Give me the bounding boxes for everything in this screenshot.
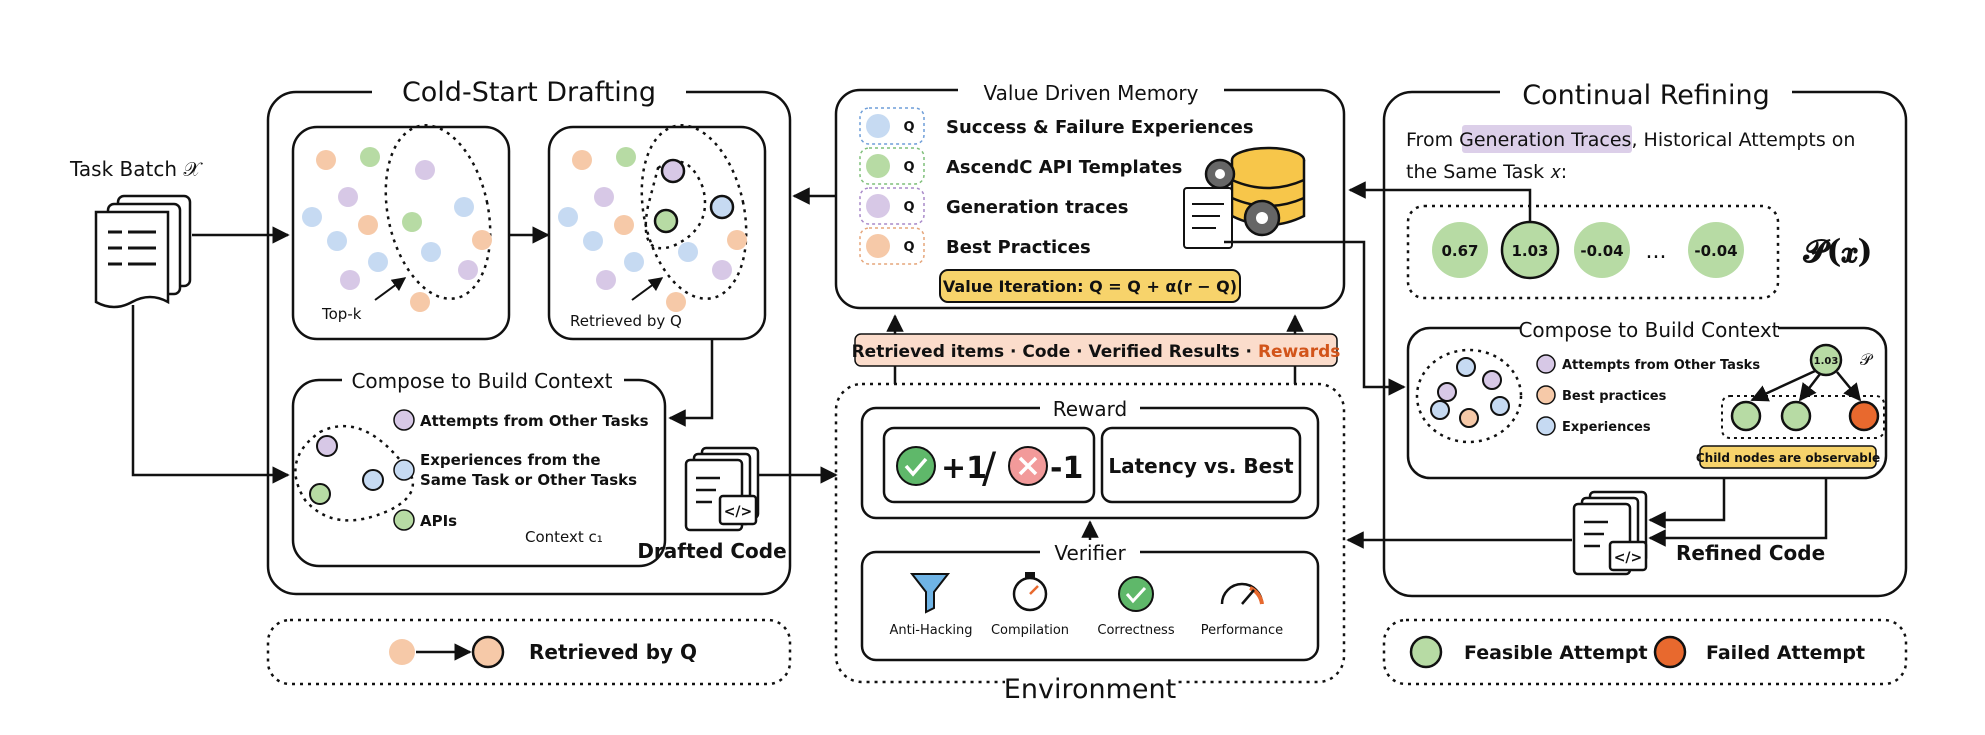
legend-feasible: Feasible Attempt — [1464, 642, 1648, 664]
observable-label: Child nodes are observable — [1696, 451, 1880, 465]
svg-text:</>: </> — [724, 504, 753, 520]
continual-title: Continual Refining — [1522, 80, 1769, 111]
score-1: 0.67 — [1441, 242, 1478, 260]
compose-right-item-attempts: Attempts from Other Tasks — [1562, 358, 1760, 373]
drafted-code-icon: </> — [684, 446, 760, 532]
compose-right-item-experiences: Experiences — [1562, 420, 1651, 435]
value-iteration-formula: Value Iteration: Q = Q + α(r − Q) — [943, 277, 1237, 296]
stopwatch-icon — [1012, 572, 1048, 612]
legend-left: Retrieved by Q — [266, 618, 792, 686]
value-memory-panel: Value Driven Memory Q Success & Failure … — [834, 78, 1346, 310]
verifier-performance: Performance — [1201, 623, 1283, 638]
funnel-icon — [909, 573, 951, 614]
verifier-correctness: Correctness — [1097, 623, 1174, 638]
verifier-title: Verifier — [1054, 541, 1126, 565]
memory-row-success-failure: Success & Failure Experiences — [946, 117, 1254, 138]
retrieved-label: Retrieved by Q — [570, 312, 682, 330]
topk-label: Top-k — [321, 305, 362, 323]
refined-code-icon: </> — [1572, 490, 1648, 576]
compose-right-item-best: Best practices — [1562, 389, 1667, 404]
reward-minus: -1 — [1050, 451, 1083, 486]
gauge-icon — [1220, 582, 1264, 605]
svg-text:Q: Q — [903, 240, 914, 255]
px-label: 𝓟(𝒙) — [1802, 232, 1872, 270]
topk-panel: Top-k — [291, 124, 511, 341]
memory-row-generation-traces: Generation traces — [946, 197, 1128, 218]
database-gear-icon — [1183, 146, 1306, 249]
drafted-code-label: Drafted Code — [637, 539, 786, 563]
compose-context-left: Compose to Build Context Attempts from O… — [291, 366, 667, 568]
check-circle-icon — [896, 446, 936, 486]
continual-refining-panel: Continual Refining From Generation Trace… — [1382, 76, 1908, 598]
retrieved-items-bar — [854, 333, 1338, 367]
latency-label: Latency vs. Best — [1108, 454, 1294, 478]
continual-intro-line1: From Generation Traces, Historical Attem… — [1406, 129, 1855, 151]
refined-code-label: Refined Code — [1676, 541, 1825, 565]
score-ellipsis: ... — [1646, 239, 1667, 264]
compose-left-item-attempts: Attempts from Other Tasks — [420, 412, 649, 430]
reward-slash: / — [982, 443, 997, 492]
score-3: -0.04 — [1580, 242, 1623, 260]
verifier-anti-hacking: Anti-Hacking — [889, 623, 972, 638]
environment-title: Environment — [1004, 674, 1176, 705]
tree-root-value: 1.03 — [1814, 356, 1839, 367]
retrieved-panel: Retrieved by Q — [547, 124, 767, 341]
svg-text:</>: </> — [1614, 550, 1643, 566]
value-memory-title: Value Driven Memory — [984, 81, 1199, 105]
task-batch-label: Task Batch 𝒳 — [69, 157, 203, 181]
svg-text:Q: Q — [903, 160, 914, 175]
environment-panel: Environment Reward +1 / -1 Latency vs. B… — [834, 382, 1346, 705]
continual-intro-line2: the Same Task 𝑥: — [1406, 161, 1567, 183]
score-4: -0.04 — [1694, 242, 1737, 260]
reward-plus: +1 — [941, 451, 987, 486]
tree-p-label: 𝒫 — [1860, 350, 1874, 369]
compose-title-right: Compose to Build Context — [1518, 318, 1779, 342]
cold-start-title: Cold-Start Drafting — [402, 77, 656, 108]
legend-retrieved-label: Retrieved by Q — [529, 640, 697, 664]
svg-text:Q: Q — [903, 120, 914, 135]
cross-circle-icon — [1008, 446, 1048, 486]
memory-row-best-practices: Best Practices — [946, 237, 1091, 258]
task-batch-docs-icon — [94, 194, 192, 309]
legend-failed: Failed Attempt — [1706, 642, 1865, 664]
retrieved-items-text: Retrieved items · Code · Verified Result… — [852, 342, 1341, 362]
memory-row-api-templates: AscendC API Templates — [946, 157, 1182, 178]
reward-title: Reward — [1053, 397, 1127, 421]
compose-title-left: Compose to Build Context — [351, 369, 612, 393]
legend-right: Feasible Attempt Failed Attempt — [1382, 618, 1908, 686]
score-2: 1.03 — [1511, 242, 1548, 260]
check-badge-icon — [1118, 576, 1154, 612]
compose-left-item-experiences-1: Experiences from the — [420, 451, 601, 469]
verifier-compilation: Compilation — [991, 623, 1069, 638]
compose-left-item-experiences-2: Same Task or Other Tasks — [420, 471, 637, 489]
compose-left-item-apis: APIs — [420, 512, 457, 530]
context-label: Context c₁ — [525, 528, 603, 546]
svg-text:Q: Q — [903, 200, 914, 215]
